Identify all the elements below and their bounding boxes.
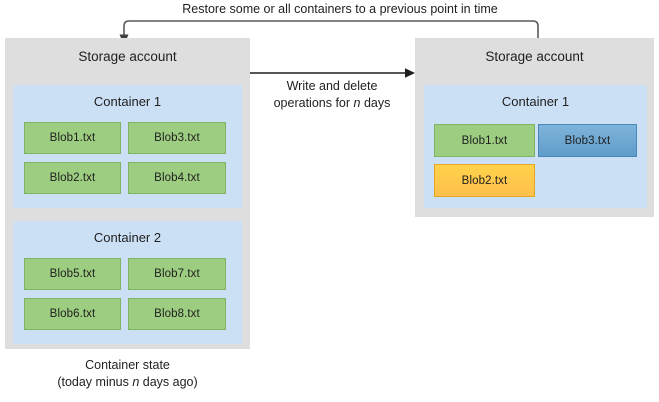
container-title-right-1: Container 1 [501,94,570,109]
caption-line2-pre: (today minus [57,375,133,389]
blob-tile: Blob3.txt [538,124,637,157]
blob-tile: Blob6.txt [24,298,121,330]
storage-account-title-left: Storage account [78,49,177,64]
storage-account-title-right: Storage account [485,49,584,64]
blob-tile: Blob1.txt [24,122,121,154]
write-delete-line1: Write and delete [286,79,378,93]
container-title-left-2: Container 2 [93,230,162,245]
write-delete-label: Write and delete operations for n days [252,78,412,112]
write-delete-italic-n: n [353,96,361,110]
blob-tile: Blob2.txt [24,162,121,194]
blob-tile: Blob7.txt [128,258,226,290]
blob-tile: Blob5.txt [24,258,121,290]
write-delete-arrow-head [405,68,415,78]
blob-tile: Blob4.txt [128,162,226,194]
blob-tile: Blob1.txt [434,124,535,157]
caption-line1: Container state [85,358,170,372]
caption-italic-n: n [132,375,140,389]
write-delete-line2-pre: operations for [273,96,354,110]
restore-flow-label: Restore some or all containers to a prev… [182,2,498,16]
blob-tile: Blob2.txt [434,164,535,197]
blob-tile: Blob8.txt [128,298,226,330]
blob-tile: Blob3.txt [128,122,226,154]
caption-line2-post: days ago) [139,375,198,389]
container-state-caption: Container state (today minus n days ago) [5,357,250,391]
write-delete-line2-post: days [360,96,391,110]
container-title-left-1: Container 1 [93,94,162,109]
